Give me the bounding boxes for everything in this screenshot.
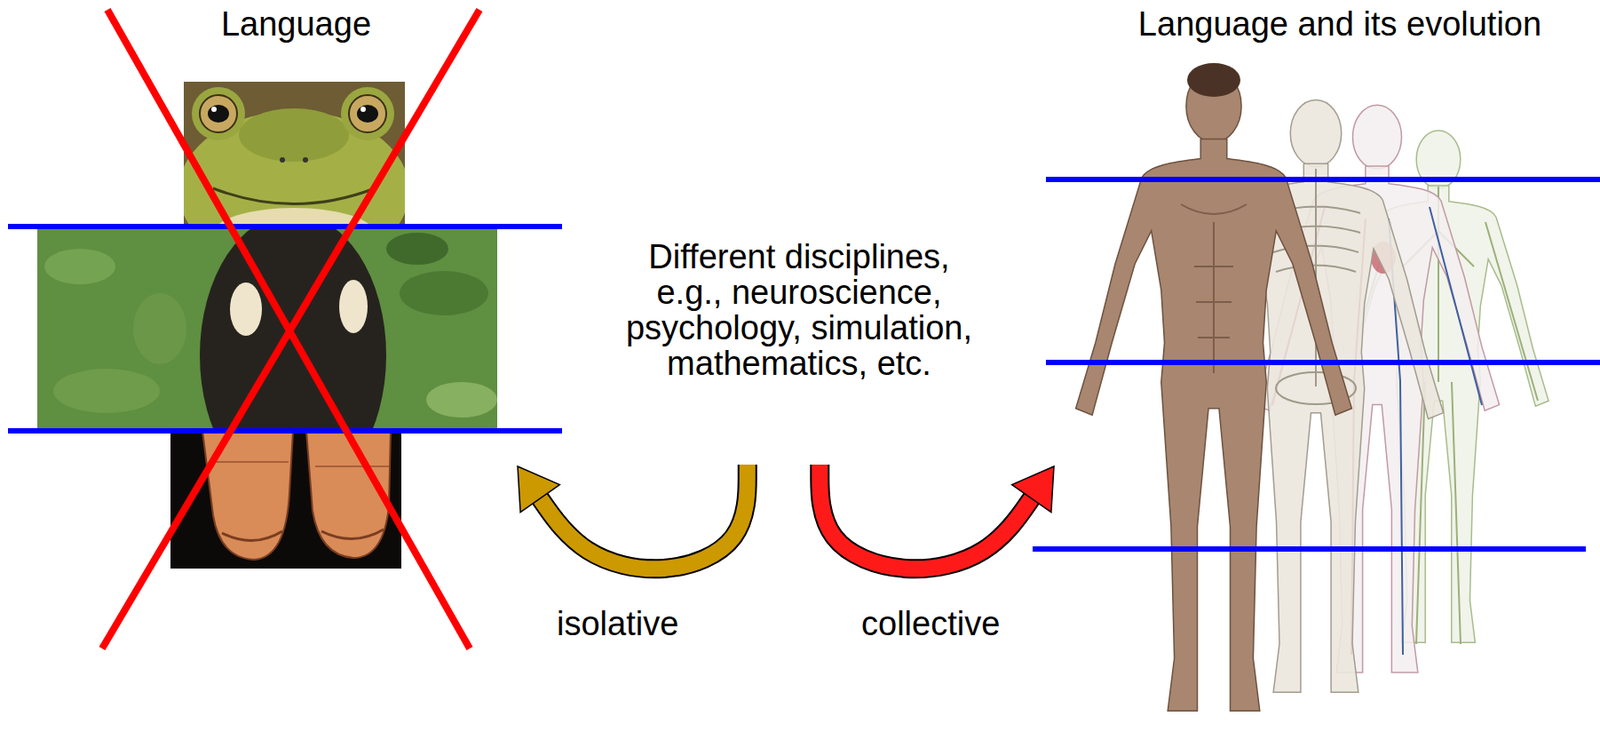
grass-patch (399, 270, 489, 316)
muscle-lines (1180, 204, 1247, 373)
edge-label: isolative (553, 606, 682, 642)
frog-pupil (207, 104, 230, 123)
section-line (1032, 546, 1586, 552)
hooves-picture (170, 430, 402, 569)
frog-eye-glint (360, 106, 366, 112)
grass-patch (386, 232, 449, 265)
isolative-arrow (517, 464, 748, 569)
cross-out-line (102, 9, 480, 649)
hoof-background (170, 430, 402, 569)
frog-pupil (356, 104, 379, 123)
mole-paw (229, 282, 262, 336)
edge-label: collective (857, 606, 1004, 642)
discipline-text: Different disciplines, e.g., neuroscienc… (614, 239, 984, 465)
frog-eye (348, 95, 387, 133)
frog-eye-bump (191, 87, 246, 141)
hoof-toe-line (221, 530, 283, 541)
section-line (7, 223, 563, 230)
arrow-head (517, 466, 560, 513)
hoof-toe-line (321, 529, 384, 539)
mole-paw (339, 279, 368, 333)
hair (1187, 63, 1241, 97)
frog-nostril (279, 157, 286, 163)
arrow-shaft (819, 464, 1031, 569)
frog-brow (238, 108, 349, 162)
panel-heading: Language (74, 7, 518, 43)
panel-heading: Language and its evolution (1085, 7, 1594, 43)
frog-mouth (213, 188, 375, 205)
frog-eye-glint (211, 106, 217, 112)
crossed-out-illustration: Language (7, 7, 518, 656)
frog-nostril (302, 157, 309, 163)
frog-eye-bump (340, 87, 395, 141)
arrow-outline (819, 464, 1031, 569)
grass-patch (44, 248, 116, 285)
body-text: Different disciplines, e.g., neuroscienc… (614, 239, 984, 382)
anatomy-illustration: Language and its evolution (1053, 7, 1594, 729)
arrow-outline (539, 464, 748, 569)
frog-eye (199, 95, 238, 133)
mole-body-picture (37, 226, 498, 431)
section-line (1045, 176, 1600, 183)
muscle-figure (1076, 70, 1353, 712)
arrow-shaft (539, 464, 748, 569)
grass-patch (426, 381, 498, 418)
collective-arrow (819, 464, 1054, 569)
hoof (306, 430, 391, 558)
grass-patch (133, 293, 187, 365)
section-line (1045, 359, 1600, 365)
arrow-head (1012, 466, 1054, 513)
grass-patch (53, 368, 160, 413)
section-line (7, 427, 563, 434)
